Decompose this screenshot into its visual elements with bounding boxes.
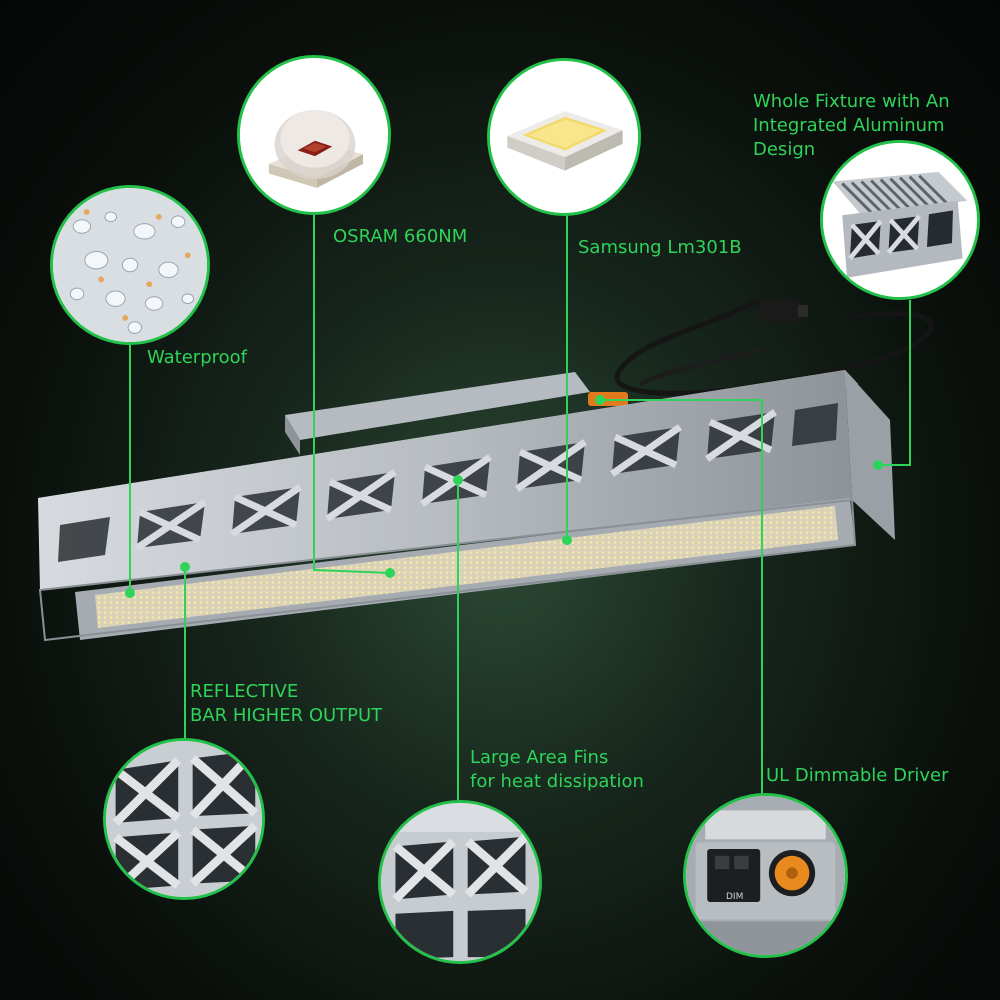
aluminum-design-label: Whole Fixture with An Integrated Aluminu… [753, 91, 950, 160]
samsung-chip-callout [487, 58, 641, 216]
waterproof-callout [50, 185, 210, 345]
osram-led-chip-icon [240, 58, 388, 212]
reflective-bar-icon [106, 741, 262, 897]
samsung-led-chip-icon [490, 61, 638, 213]
fixture-body [38, 370, 895, 642]
heat-fins-label: Large Area Fins for heat dissipation [470, 747, 644, 792]
osram-chip-callout [237, 55, 391, 215]
reflective-bar-callout [103, 738, 265, 900]
dimmable-driver-icon [686, 796, 845, 955]
aluminum-design-callout [820, 140, 980, 300]
water-droplets-icon [53, 188, 207, 342]
power-cord [614, 297, 934, 396]
driver-dim-port-label: DIM [726, 892, 744, 902]
heat-fins-icon [381, 803, 539, 961]
led-array [95, 506, 838, 628]
osram-label: OSRAM 660NM [333, 226, 468, 247]
waterproof-label: Waterproof [147, 347, 248, 368]
samsung-label: Samsung Lm301B [578, 237, 742, 258]
driver-callout: DIM [683, 793, 848, 958]
leader-lines [129, 215, 911, 815]
leader-dots [125, 395, 883, 598]
aluminum-heatsink-icon [823, 143, 977, 297]
heat-fins-callout [378, 800, 542, 964]
reflective-bar-label: REFLECTIVE BAR HIGHER OUTPUT [190, 681, 383, 726]
driver-label: UL Dimmable Driver [766, 765, 949, 786]
